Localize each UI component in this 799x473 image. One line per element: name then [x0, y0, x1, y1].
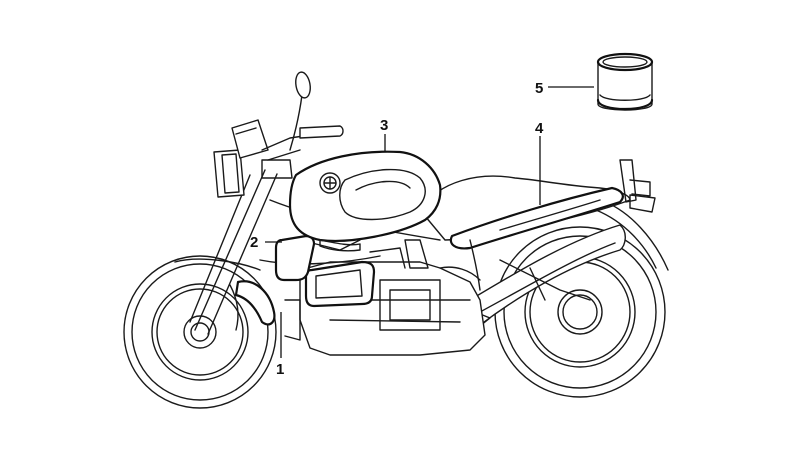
callout-label-3: 3 — [380, 117, 388, 134]
callout-label-1: 1 — [276, 361, 284, 378]
side-cover-part-2 — [274, 234, 316, 282]
callout-label-5: 5 — [535, 80, 543, 97]
rear-wheel — [494, 226, 666, 398]
callout-4: 4 — [535, 120, 544, 205]
callout-2: 2 — [250, 234, 282, 251]
callout-label-2: 2 — [250, 234, 258, 251]
callout-5: 5 — [535, 80, 594, 97]
front-fender-part-1 — [174, 258, 276, 331]
seat-tail-section — [419, 159, 651, 291]
mirror — [289, 71, 311, 151]
callout-1: 1 — [276, 312, 284, 378]
callout-3: 3 — [380, 117, 388, 152]
exhaust-and-swingarm — [454, 224, 626, 331]
cylinder-cover — [304, 260, 376, 308]
headlight-and-controls — [213, 119, 344, 198]
callout-label-4: 4 — [535, 120, 544, 137]
paint-can-part-5 — [596, 52, 654, 111]
front-wheel — [123, 255, 277, 409]
front-fork — [189, 159, 293, 335]
fuel-tank-part-3 — [288, 150, 442, 252]
